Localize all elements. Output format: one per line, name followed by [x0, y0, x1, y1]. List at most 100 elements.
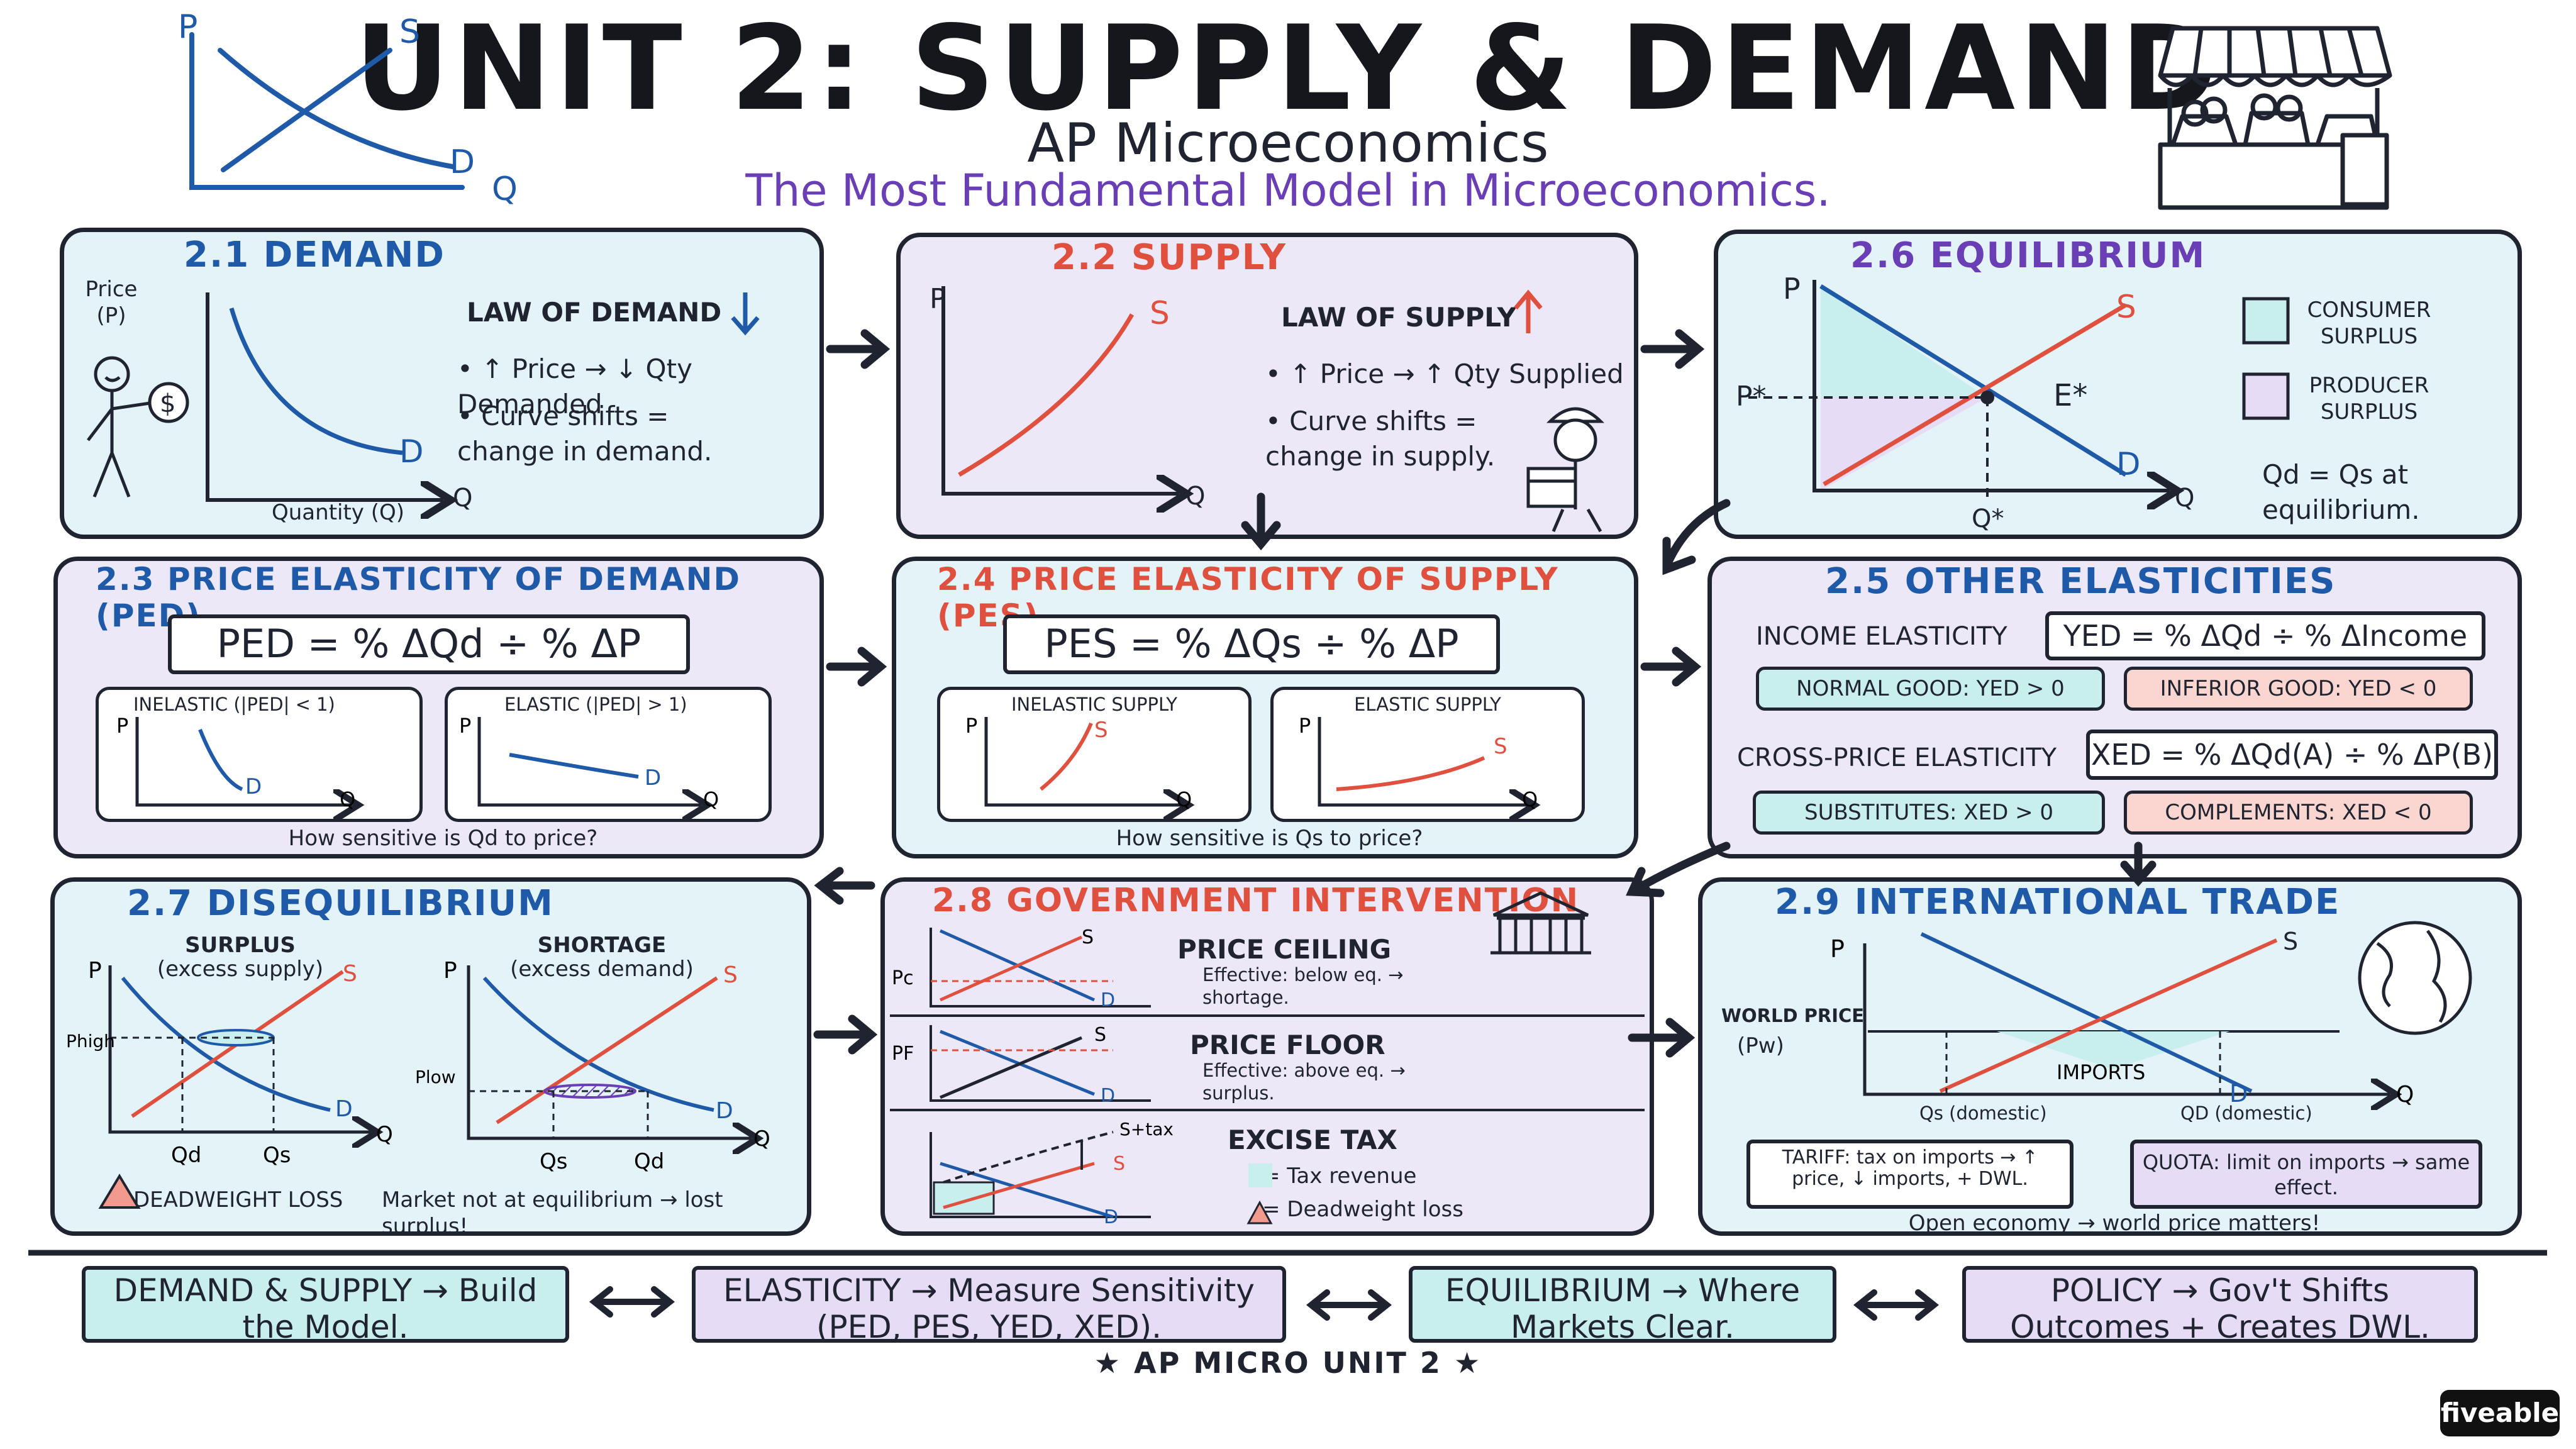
shortage-d-label: D	[716, 1098, 733, 1124]
demand-bullet-2: • Curve shifts = change in demand.	[457, 401, 713, 467]
plow-label: Plow	[415, 1067, 456, 1087]
surplus-p-label: P	[88, 958, 102, 984]
inelastic-demand-curve	[198, 728, 243, 791]
ceiling-s-label: S	[1082, 926, 1094, 948]
supply-curve-label: S	[1150, 295, 1170, 331]
elastic-demand-curve	[509, 753, 639, 779]
inelastic-supply-s-label: S	[1094, 718, 1108, 743]
tax-s-label: S	[1113, 1153, 1125, 1175]
price-ceiling-graph	[930, 928, 1151, 1008]
consumer-figure-icon	[87, 356, 155, 497]
arrow-supply-to-equilibrium	[1640, 329, 1705, 369]
arrow-demand-to-supply	[826, 329, 891, 369]
substitutes-chip: SUBSTITUTES: XED > 0	[1753, 791, 2105, 835]
demand-title: 2.1 DEMAND	[184, 235, 445, 275]
demand-curve-label: D	[399, 433, 424, 470]
equilibrium-demand-curve	[1819, 284, 2127, 477]
qstar-label: Q*	[1972, 504, 2004, 533]
page-subtitle: AP Microeconomics	[1027, 112, 1549, 175]
inelastic-demand-box: INELASTIC (|PED| < 1)	[96, 687, 423, 822]
arrow-supply-down	[1241, 492, 1281, 551]
surplus-qd-label: Qd	[171, 1143, 201, 1168]
law-of-demand-heading: LAW OF DEMAND	[467, 297, 722, 328]
inelastic-supply-label: INELASTIC SUPPLY	[1011, 694, 1177, 715]
pstar-label: P*	[1736, 380, 1767, 413]
phigh-label: Phigh	[66, 1031, 115, 1052]
supply-graph-q-label: Q	[1185, 482, 1205, 511]
equilibrium-panel: 2.6 EQUILIBRIUM CONSUMER SURPLUS PRODUCE…	[1714, 230, 2522, 539]
corner-demand-curve	[218, 48, 455, 169]
excise-tax-graph	[930, 1131, 1151, 1219]
dollar-coin-icon	[148, 382, 189, 423]
tax-dwl-swatch-icon	[1246, 1200, 1273, 1224]
demand-curve	[229, 308, 403, 455]
law-of-supply-heading: LAW OF SUPPLY	[1281, 302, 1516, 333]
inelastic-d-label: D	[245, 774, 262, 799]
pes-caption: How sensitive is Qs to price?	[1116, 826, 1423, 851]
equilibrium-q-label: Q	[2175, 484, 2194, 513]
inelastic-supply-curve	[1040, 722, 1093, 791]
price-floor-note: Effective: above eq. → surplus.	[1202, 1060, 1406, 1104]
cross-price-elasticity-label: CROSS-PRICE ELASTICITY	[1737, 743, 2057, 772]
surplus-graph	[108, 965, 371, 1132]
qd-domestic-label: QD (domestic)	[2180, 1102, 2312, 1124]
corner-p-label: P	[178, 8, 197, 46]
demand-graph-axes	[206, 292, 443, 500]
pc-label: Pc	[892, 967, 914, 989]
equilibrium-s-label: S	[2116, 289, 2136, 325]
arrow-pes-to-other	[1640, 647, 1702, 687]
shortage-qs-label: Qs	[540, 1149, 567, 1174]
trade-q-label: Q	[2396, 1082, 2414, 1108]
producer-figure-icon	[1526, 407, 1605, 533]
down-arrow-icon	[731, 292, 760, 336]
corner-q-label: Q	[492, 170, 518, 208]
price-floor-graph	[930, 1025, 1151, 1102]
page-tagline: The Most Fundamental Model in Microecono…	[745, 165, 1831, 216]
arrow-equilibrium-down	[1662, 499, 1731, 575]
world-price-label: WORLD PRICE	[1721, 1005, 1865, 1026]
price-ceiling-heading: PRICE CEILING	[1177, 934, 1392, 965]
shortage-p-label: P	[443, 958, 457, 984]
shortage-s-label: S	[723, 962, 738, 988]
ped-title: 2.3 PRICE ELASTICITY OF DEMAND (PED)	[96, 561, 741, 634]
elastic-d-label: D	[645, 765, 661, 791]
elastic-demand-box: ELASTIC (|PED| > 1)	[445, 687, 772, 822]
footer-arrows	[589, 1286, 1940, 1321]
elastic-q-label: Q	[703, 787, 719, 811]
equilibrium-title: 2.6 EQUILIBRIUM	[1850, 235, 2206, 276]
disequilibrium-panel: 2.7 DISEQUILIBRIUM SURPLUS (excess suppl…	[50, 877, 811, 1236]
equilibrium-point	[1980, 391, 1994, 404]
supply-graph-p-label: P	[930, 283, 947, 315]
tax-revenue-swatch	[1248, 1163, 1272, 1187]
ped-caption: How sensitive is Qd to price?	[288, 826, 598, 851]
imports-label: IMPORTS	[2057, 1060, 2145, 1084]
inelastic-supply-p-label: P	[965, 714, 977, 738]
international-trade-panel: 2.9 INTERNATIONAL TRADE WORLD PRICE (Pw)…	[1698, 877, 2522, 1236]
globe-icon	[2358, 921, 2472, 1035]
page-title: UNIT 2: SUPPLY & DEMAND	[354, 0, 2222, 136]
shortage-heading: SHORTAGE	[537, 933, 667, 958]
shortage-qd-label: Qd	[634, 1149, 664, 1174]
pes-title: 2.4 PRICE ELASTICITY OF SUPPLY (PES)	[937, 561, 1559, 634]
supply-panel: 2.2 SUPPLY LAW OF SUPPLY • ↑ Price → ↑ Q…	[896, 233, 1638, 539]
trade-p-label: P	[1830, 935, 1845, 963]
normal-good-chip: NORMAL GOOD: YED > 0	[1756, 667, 2105, 711]
shortage-q-label: Q	[753, 1126, 770, 1152]
deadweight-loss-triangle-icon	[98, 1174, 141, 1209]
disequilibrium-caption: Market not at equilibrium → lost surplus…	[382, 1187, 723, 1236]
elastic-supply-q-label: Q	[1522, 787, 1538, 811]
arrow-diseq-to-gov	[813, 1014, 878, 1055]
corner-d-label: D	[450, 143, 475, 181]
tax-revenue-legend: = Tax revenue	[1262, 1163, 1417, 1189]
other-elasticities-title: 2.5 OTHER ELASTICITIES	[1825, 561, 2336, 602]
supply-bullet-2: • Curve shifts = change in supply.	[1265, 406, 1496, 472]
arrow-other-to-trade	[2120, 841, 2157, 887]
tax-d-label: D	[1104, 1206, 1118, 1228]
elastic-supply-label: ELASTIC SUPPLY	[1354, 694, 1501, 715]
demand-graph	[206, 292, 443, 500]
quantity-axis-label: Quantity (Q)	[272, 500, 405, 525]
corner-supply-curve	[221, 48, 392, 172]
